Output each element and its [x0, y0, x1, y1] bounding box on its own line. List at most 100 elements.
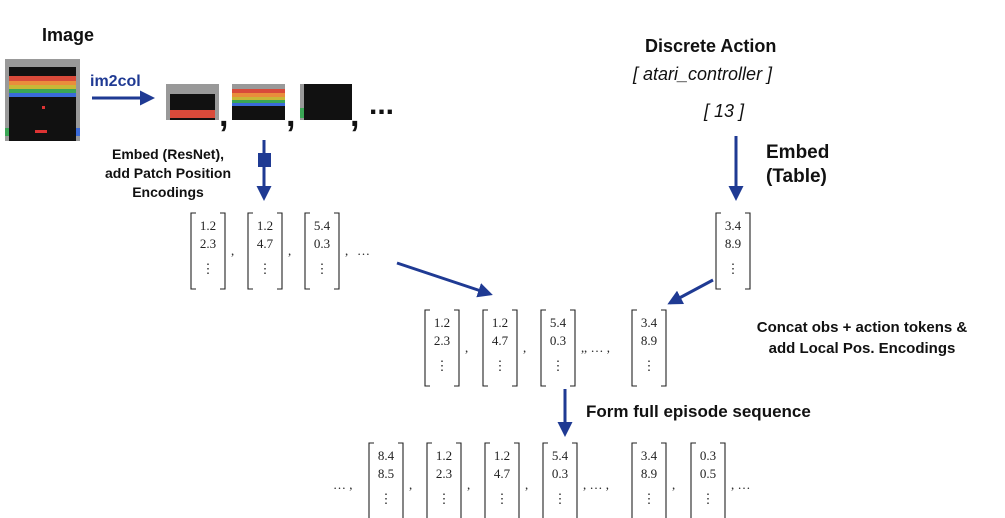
bracket-right: [572, 442, 578, 518]
obs-embedding-row: 1.22.3⋮,1.24.7⋮,5.40.3⋮,…: [190, 212, 370, 290]
embed-table-line-1: Embed: [766, 142, 830, 163]
vec-vdots: ⋮: [702, 491, 715, 506]
vec-vdots: ⋮: [259, 261, 272, 276]
vec-val-2: 0.3: [550, 333, 566, 348]
vec-val-2: 2.3: [436, 466, 452, 481]
vec-val-2: 8.9: [641, 333, 657, 348]
vec-val-1: 3.4: [641, 448, 658, 463]
vec-val-2: 4.7: [492, 333, 509, 348]
concat-token-row: 1.22.3⋮,1.24.7⋮,5.40.3⋮,, … ,3.48.9⋮: [424, 309, 667, 387]
bracket-right: [398, 442, 404, 518]
vec-vdots: ⋮: [643, 491, 656, 506]
vec-comma: ,: [467, 477, 470, 492]
episode-sequence-row: … ,8.48.5⋮,1.22.3⋮,1.24.7⋮,5.40.3⋮, … ,3…: [333, 442, 751, 518]
vec-vdots: ⋮: [496, 491, 509, 506]
bracket-left: [690, 442, 696, 518]
vec-vdots: ⋮: [494, 358, 507, 373]
embed-resnet-label: Embed (ResNet), add Patch Position Encod…: [88, 145, 248, 202]
row-ellipsis: , … ,: [584, 340, 610, 355]
embed-resnet-line-3: Encodings: [132, 184, 204, 200]
vec-val-1: 5.4: [550, 315, 567, 330]
bracket-right: [514, 442, 520, 518]
bracket-right: [277, 212, 283, 290]
bracket-left: [304, 212, 310, 290]
bracket-left: [631, 309, 637, 387]
episode-vector-6: 0.3 0.5 ⋮: [690, 442, 726, 518]
row-ellipsis: … ,: [333, 477, 353, 492]
image-label: Image: [42, 25, 95, 45]
concat-action-vector: 3.48.9⋮: [631, 309, 667, 387]
patch-sep-2: ,: [286, 96, 295, 134]
vec-val-1: 1.2: [436, 448, 452, 463]
concat-line-1: Concat obs + action tokens &: [756, 319, 968, 336]
bracket-left: [631, 442, 637, 518]
vec-vdots: ⋮: [727, 261, 740, 276]
embed-table-line-2: (Table): [766, 166, 827, 187]
patch-2: [232, 84, 285, 120]
vec-vdots: ⋮: [552, 358, 565, 373]
patch-sep-1: ,: [219, 96, 228, 134]
patch-3: [300, 84, 352, 120]
vec-comma: ,: [288, 243, 291, 258]
vec-val-2: 0.3: [314, 236, 330, 251]
row-ellipsis: , … ,: [583, 477, 609, 492]
obs-vector-1: 1.2 2.3 ⋮: [190, 212, 226, 290]
embed-resnet-line-2: add Patch Position: [104, 165, 231, 181]
bracket-left: [190, 212, 196, 290]
vec-val-1: 1.2: [200, 218, 216, 233]
action-space-label: [ atari_controller ]: [633, 64, 773, 84]
vec-val-1: 8.4: [378, 448, 395, 463]
bracket-right: [661, 442, 667, 518]
vec-comma: ,: [409, 477, 412, 492]
discrete-action-title: Discrete Action: [645, 36, 777, 56]
bracket-right: [720, 442, 726, 518]
vec-val-1: 1.2: [494, 448, 510, 463]
bracket-right: [456, 442, 462, 518]
concat-obs-vector-2: 1.24.7⋮: [482, 309, 518, 387]
bracket-right: [334, 212, 340, 290]
vec-val-1: 0.3: [700, 448, 716, 463]
bracket-right: [220, 212, 226, 290]
vec-comma: ,: [465, 340, 468, 355]
vec-vdots: ⋮: [316, 261, 329, 276]
vec-vdots: ⋮: [380, 491, 393, 506]
vec-val-2: 8.9: [725, 236, 741, 251]
vec-val-2: 2.3: [434, 333, 450, 348]
vec-val-2: 8.9: [641, 466, 657, 481]
embed-table-label: Embed (Table): [766, 141, 829, 189]
episode-vector-5: 3.4 8.9 ⋮: [631, 442, 667, 518]
embed-resnet-line-1: Embed (ResNet),: [111, 146, 225, 162]
episode-label: Form full episode sequence: [586, 402, 811, 421]
bracket-left: [542, 442, 548, 518]
vec-val-1: 1.2: [257, 218, 273, 233]
vec-val-2: 2.3: [200, 236, 216, 251]
vec-val-2: 0.3: [552, 466, 568, 481]
bracket-left: [424, 309, 430, 387]
vec-vdots: ⋮: [202, 261, 215, 276]
bracket-left: [247, 212, 253, 290]
vec-comma: ,: [231, 243, 234, 258]
vec-val-2: 4.7: [257, 236, 274, 251]
episode-vector-1: 8.48.5⋮: [368, 442, 404, 518]
bracket-left: [426, 442, 432, 518]
vec-val-2: 0.5: [700, 466, 716, 481]
bracket-right: [745, 212, 751, 290]
im2col-label: im2col: [90, 73, 141, 90]
concat-label: Concat obs + action tokens & add Local P…: [727, 317, 997, 359]
action-value-label: [ 13 ]: [704, 101, 745, 121]
episode-vector-3: 1.24.7⋮: [484, 442, 520, 518]
obs-vector-2: 1.2 4.7 ⋮: [247, 212, 283, 290]
concat-obs-vector-3: 5.4 0.3 ⋮: [540, 309, 576, 387]
vec-val-1: 5.4: [314, 218, 331, 233]
bracket-right: [661, 309, 667, 387]
vec-vdots: ⋮: [438, 491, 451, 506]
vec-val-1: 1.2: [434, 315, 450, 330]
vec-comma: ,: [345, 243, 348, 258]
vec-comma: ,: [523, 340, 526, 355]
action-vector: 3.48.9⋮: [715, 212, 751, 290]
bracket-left: [482, 309, 488, 387]
bracket-right: [570, 309, 576, 387]
vec-vdots: ⋮: [436, 358, 449, 373]
vec-vdots: ⋮: [643, 358, 656, 373]
